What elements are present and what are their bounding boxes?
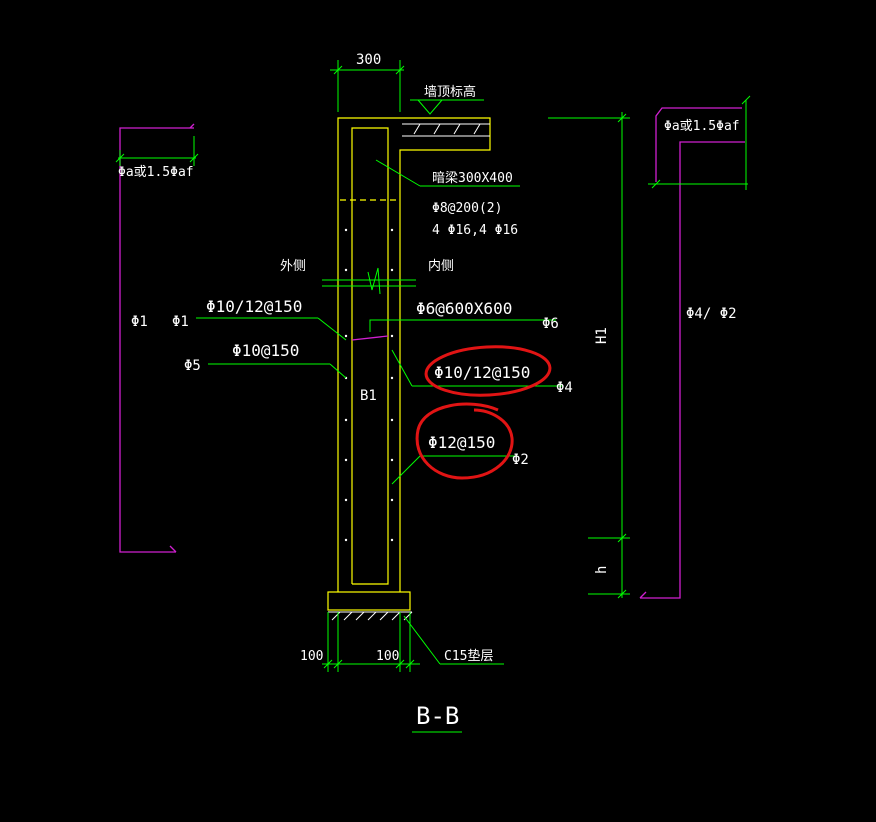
footing: 100 100 C15垫层 <box>300 591 504 672</box>
footing-pad-label: C15垫层 <box>444 648 493 664</box>
wall-top-elevation-label: 墙顶标高 <box>424 84 476 100</box>
outer-vertical-label: Φ10/12@150 <box>206 297 302 316</box>
h-label: h <box>594 566 610 574</box>
outer-horizontal-mark: Φ5 <box>184 358 201 374</box>
top-beam-label: 暗梁300X400 <box>432 171 513 186</box>
highlight-inner-vertical <box>424 345 552 397</box>
outer-side-label: 外侧 <box>280 259 306 274</box>
inner-horizontal-mark: Φ2 <box>512 452 529 468</box>
height-dimension: H1 h <box>548 112 630 599</box>
inner-vertical-mark: Φ4 <box>556 380 573 396</box>
section-title: B-B <box>412 702 462 733</box>
outer-vertical-mark: Φ1 <box>172 314 189 330</box>
inner-vertical-label: Φ10/12@150 <box>434 363 530 382</box>
beam-bars-label: 4 Φ16,4 Φ16 <box>432 223 518 238</box>
left-anchor-label: Φа或1.5Φаf <box>118 165 194 180</box>
beam-stirrup-label: Φ8@200(2) <box>432 201 502 216</box>
right-rebar-detail: Φа或1.5Φаf Φ4/ Φ2 <box>639 95 751 599</box>
inner-horizontal-label: Φ12@150 <box>428 433 495 452</box>
wall-section: B1 <box>322 117 491 592</box>
inner-side-label: 内侧 <box>428 258 454 274</box>
outer-horizontal-label: Φ10@150 <box>232 341 299 360</box>
dim-300: 300 <box>356 52 381 68</box>
annotations: 暗梁300X400 Φ8@200(2) 4 Φ16,4 Φ16 外侧 内侧 Φ6… <box>172 159 573 485</box>
wall-top-elevation: 墙顶标高 <box>410 84 484 115</box>
right-anchor-label: Φа或1.5Φаf <box>664 119 740 134</box>
left-rebar-detail: Φа或1.5Φаf Φ1 <box>115 123 199 553</box>
dim-100-right: 100 <box>376 649 399 664</box>
highlight-inner-horizontal <box>415 402 514 480</box>
title-text: B-B <box>416 702 459 730</box>
tie-bar-label: Φ6@600X600 <box>416 299 512 318</box>
h1-label: H1 <box>594 327 610 344</box>
dim-100-left: 100 <box>300 649 323 664</box>
right-detail-mark: Φ4/ Φ2 <box>686 306 737 322</box>
top-dimension: 300 <box>330 52 405 112</box>
left-detail-mark: Φ1 <box>131 314 148 330</box>
tie-bar-mark: Φ6 <box>542 316 559 332</box>
wall-mark-b1: B1 <box>360 388 377 404</box>
